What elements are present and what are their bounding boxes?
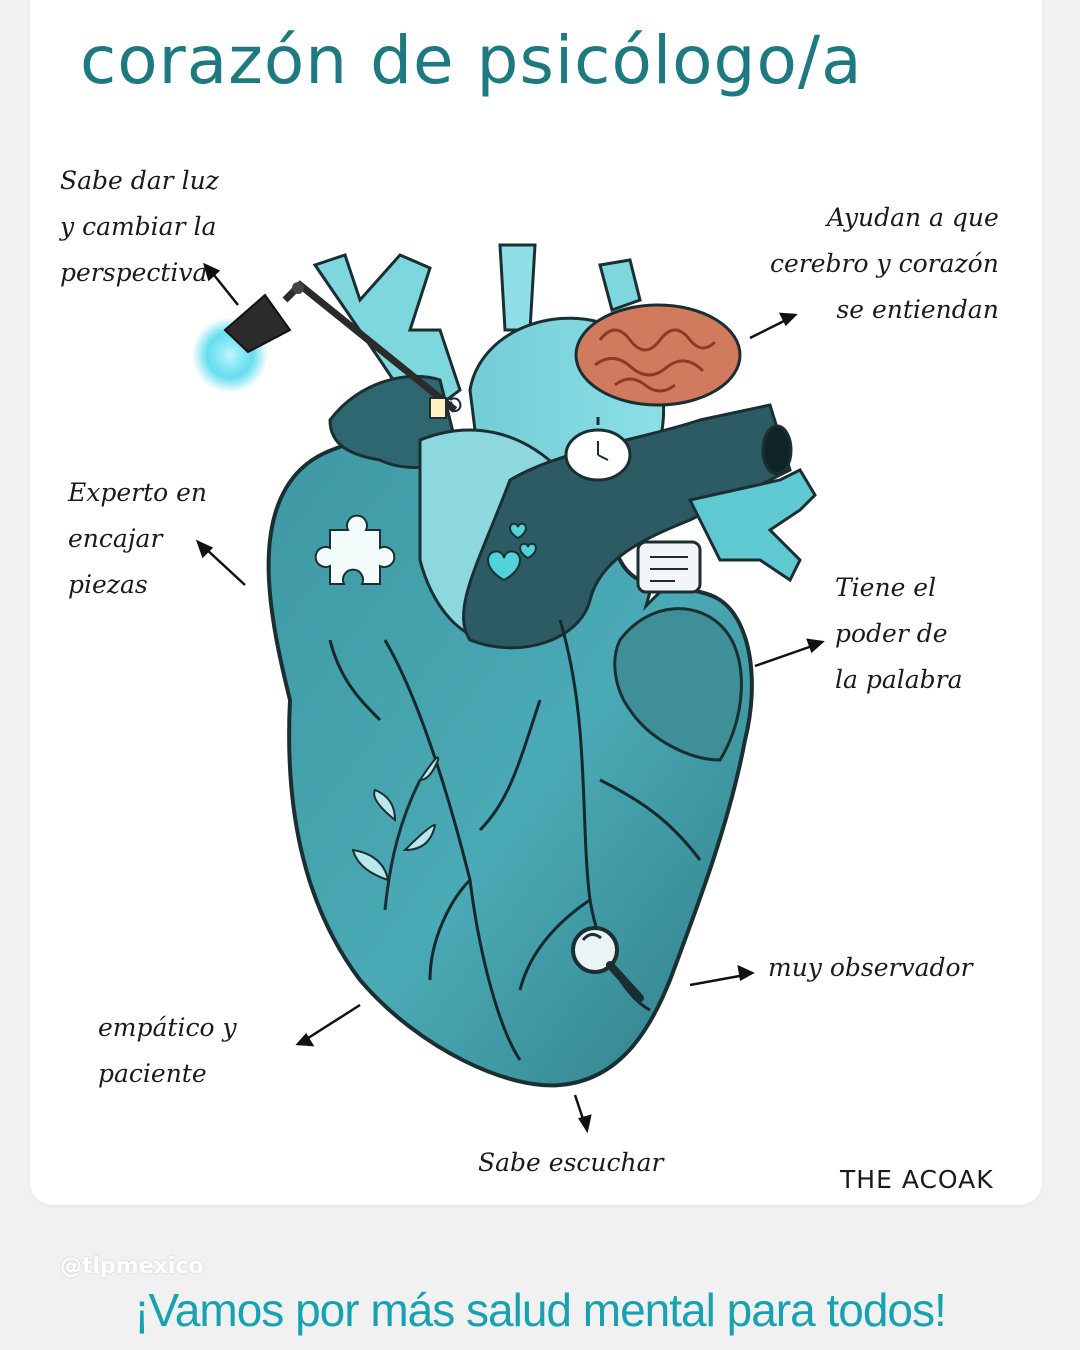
label-palabra: Tiene el poder de la palabra [835,573,963,694]
right-atrium [613,607,743,762]
puzzle-piece-icon [314,514,396,585]
brain [574,303,742,407]
label-observador: muy observador [768,953,973,982]
footer-caption: ¡Vamos por más salud mental para todos! [134,1284,947,1336]
lamp-icon [192,280,462,419]
speech-bubble-icon [636,540,702,612]
coronary-vessels [328,619,702,1061]
label-cerebro: Ayudan a que cerebro y corazón se entien… [770,203,999,324]
page-title: corazón de psicólogo/a [80,22,863,99]
pulmonary-trunk [462,403,792,650]
clock-icon [564,417,632,482]
annotation-arrows [195,262,825,1134]
label-escuchar: Sabe escuchar [478,1148,664,1177]
magnifier-icon [571,926,644,1002]
plant-sprout [351,756,440,911]
small-hearts-icon [486,522,538,582]
label-piezas: Experto en encajar piezas [68,478,208,599]
pulmonary-branches [687,468,817,583]
label-empatico: empático y paciente [98,1013,237,1088]
artist-signature: THE ACOAK [840,1165,994,1194]
label-luz: Sabe dar luz y cambiar la perspectiva [60,166,219,287]
watermark: @tlpmexico [60,1254,204,1279]
